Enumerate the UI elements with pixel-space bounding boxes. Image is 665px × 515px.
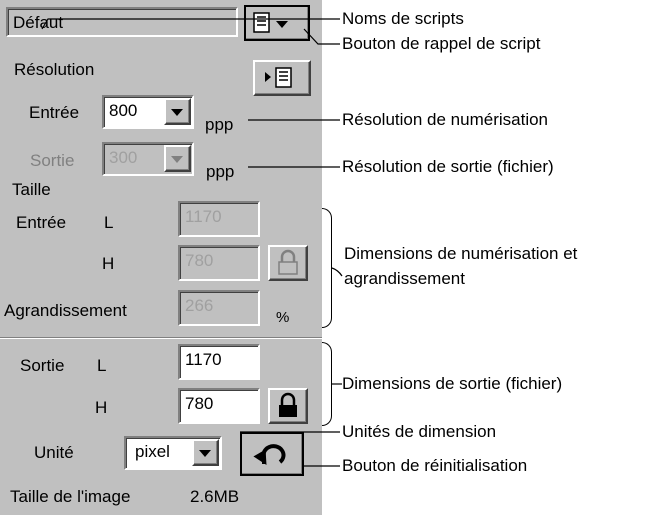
input-height-label: H <box>102 254 115 273</box>
magnification-field[interactable]: 266 <box>178 290 260 326</box>
script-name-field[interactable]: Défaut <box>6 7 238 37</box>
unit-dropdown-button[interactable] <box>192 439 219 466</box>
input-resolution-value: 800 <box>109 101 138 120</box>
settings-panel: Défaut Résolution Entrée 800 ppp <box>0 0 322 515</box>
input-resolution-unit: ppp <box>205 115 234 134</box>
output-height-label: H <box>95 398 108 417</box>
output-height-value: 780 <box>185 394 214 413</box>
input-resolution-dropdown-button[interactable] <box>164 98 191 125</box>
output-aspect-lock-button[interactable] <box>268 388 308 424</box>
output-height-field[interactable]: 780 <box>178 388 260 424</box>
reset-button[interactable] <box>240 432 304 476</box>
magnification-value: 266 <box>185 296 214 315</box>
output-width-label: L <box>97 356 107 375</box>
unit-value: pixel <box>135 442 170 461</box>
magnification-label: Agrandissement <box>4 301 127 320</box>
input-width-value: 1170 <box>185 207 222 226</box>
input-resolution-select[interactable]: 800 <box>102 95 194 129</box>
script-name-value: Défaut <box>13 13 64 32</box>
output-resolution-select[interactable]: 300 <box>102 142 194 176</box>
input-resolution-label: Entrée <box>29 103 80 122</box>
annotation-script-names: Noms de scripts <box>342 9 464 28</box>
annotation-reset-button: Bouton de réinitialisation <box>342 456 528 475</box>
output-width-value: 1170 <box>185 350 222 369</box>
image-size-label: Taille de l'image <box>10 487 131 506</box>
annotation-output-resolution: Résolution de sortie (fichier) <box>342 157 554 176</box>
output-resolution-value: 300 <box>109 148 138 167</box>
input-width-label: L <box>104 213 114 232</box>
unit-label: Unité <box>34 443 74 462</box>
input-height-field[interactable]: 780 <box>178 245 260 281</box>
annotation-dimension-units: Unités de dimension <box>342 422 497 441</box>
input-width-field[interactable]: 1170 <box>178 201 260 237</box>
resolution-heading: Résolution <box>14 60 95 79</box>
apply-script-button[interactable] <box>253 60 311 96</box>
image-size-value: 2.6MB <box>190 487 240 506</box>
unit-select[interactable]: pixel <box>124 436 222 470</box>
annotation-script-recall: Bouton de rappel de script <box>342 34 541 53</box>
output-resolution-unit: ppp <box>206 162 235 181</box>
input-height-value: 780 <box>185 251 214 270</box>
input-size-label: Entrée <box>16 213 67 232</box>
annotation-scan-dimensions-1: Dimensions de numérisation et <box>344 244 578 263</box>
script-list-button[interactable] <box>244 5 310 41</box>
input-aspect-lock-button[interactable] <box>268 245 308 281</box>
annotation-scan-dimensions-2: agrandissement <box>344 269 465 288</box>
annotation-scan-resolution: Résolution de numérisation <box>342 110 549 129</box>
magnification-unit: % <box>276 309 290 326</box>
divider <box>0 337 322 339</box>
size-heading: Taille <box>12 180 51 199</box>
output-resolution-label: Sortie <box>30 151 75 170</box>
output-resolution-dropdown-button[interactable] <box>164 145 191 172</box>
output-size-label: Sortie <box>20 356 65 375</box>
annotation-output-dimensions: Dimensions de sortie (fichier) <box>342 374 563 393</box>
output-width-field[interactable]: 1170 <box>178 344 260 380</box>
